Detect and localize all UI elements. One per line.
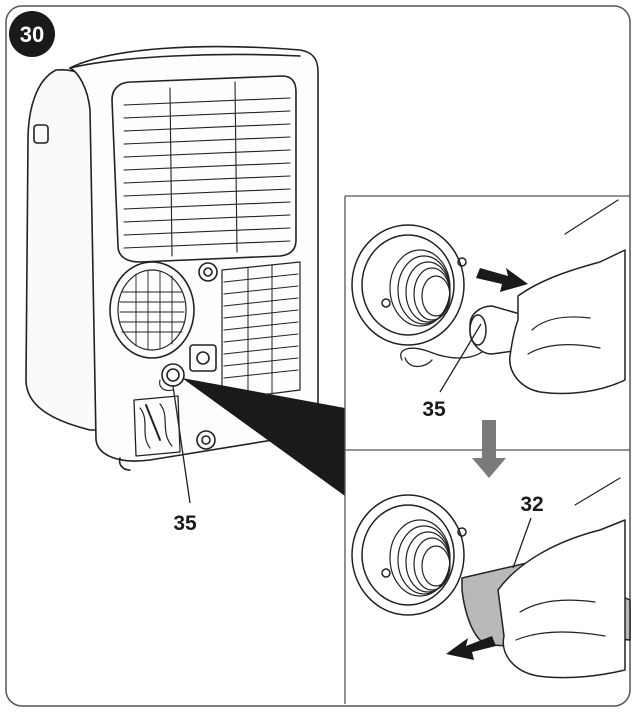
hand-bottom xyxy=(497,519,626,679)
push-arrow xyxy=(446,636,496,660)
zoom-wedge xyxy=(182,378,345,496)
round-filter-mesh xyxy=(119,270,185,350)
upper-grille-frame xyxy=(111,75,297,263)
unit-side-panel xyxy=(25,69,101,431)
step-down-arrow xyxy=(472,420,506,478)
top-drain-cap xyxy=(198,262,218,282)
lower-vent-frame xyxy=(221,261,301,401)
hand-top xyxy=(509,249,626,395)
leader-detail-35 xyxy=(439,323,482,393)
pull-arrow xyxy=(476,268,528,292)
step-number: 30 xyxy=(20,22,44,47)
air-conditioner-unit xyxy=(25,45,319,471)
upper-grille-slats xyxy=(123,81,291,257)
detail-attach-hose xyxy=(351,477,631,679)
threaded-spout-2 xyxy=(389,519,451,597)
side-handle xyxy=(33,124,49,144)
leader-32 xyxy=(512,517,532,569)
callout-detail-35: 35 xyxy=(422,398,446,421)
threaded-spout xyxy=(389,249,451,327)
leader-unit-35 xyxy=(172,385,191,504)
step-badge xyxy=(9,11,55,57)
bottom-drain-cap xyxy=(196,430,216,450)
round-filter-ring xyxy=(109,261,195,359)
power-socket xyxy=(189,344,217,372)
callout-unit-35: 35 xyxy=(173,512,197,535)
plug-strap xyxy=(400,347,483,361)
lower-vent-slats xyxy=(223,264,299,397)
detail-remove-plug xyxy=(351,199,626,395)
callout-detail-32: 32 xyxy=(520,493,543,516)
cord-holder xyxy=(133,395,181,457)
